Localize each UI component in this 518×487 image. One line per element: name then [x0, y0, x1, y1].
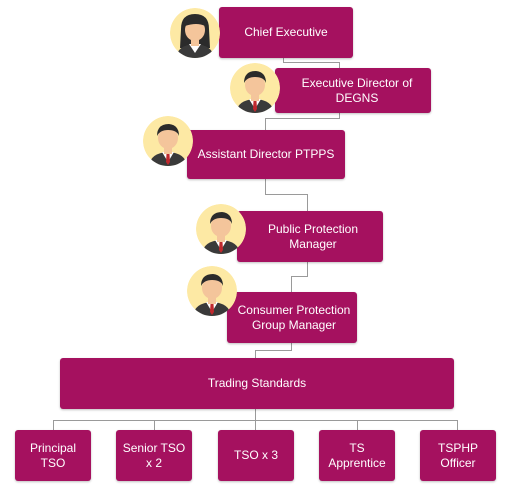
connector-ppm-to-cpgm-v2 [291, 276, 292, 292]
chief-executive-label: Chief Executive [244, 25, 328, 39]
connector-executive-to-assistant [339, 113, 340, 119]
male-avatar-icon [143, 116, 193, 166]
team-box-ts-apprentice: TS Apprentice [319, 430, 395, 481]
public-protection-manager-box: Public Protection Manager [237, 211, 383, 262]
team-label: TSPHP Officer [437, 440, 478, 470]
connector-team-drop-3 [255, 420, 256, 430]
executive-director-label: Executive Director of DEGNS [301, 75, 413, 105]
assistant-director-box: Assistant Director PTPPS [187, 130, 345, 179]
connector-cpgm-to-ts-h [255, 350, 292, 351]
trading-standards-box: Trading Standards [60, 358, 454, 409]
team-label: TS Apprentice [328, 440, 386, 470]
connector-assistant-to-ppm-h [265, 194, 308, 195]
connector-assistant-to-ppm [265, 179, 266, 195]
public-protection-manager-label: Public Protection Manager [267, 221, 359, 251]
team-box-senior-tso: Senior TSO x 2 [116, 430, 192, 481]
team-box-tsphp-officer: TSPHP Officer [420, 430, 496, 481]
connector-team-drop-2 [154, 420, 155, 430]
connector-executive-to-assistant-v2 [265, 118, 266, 130]
connector-cpgm-to-ts [291, 343, 292, 351]
connector-team-drop-1 [53, 420, 54, 430]
connector-executive-to-assistant-h [265, 118, 340, 119]
connector-cpgm-to-ts-v2 [255, 350, 256, 358]
assistant-director-label: Assistant Director PTPPS [197, 147, 335, 161]
connector-team-drop-5 [457, 420, 458, 430]
team-box-tso: TSO x 3 [218, 430, 294, 481]
trading-standards-label: Trading Standards [207, 376, 307, 390]
connector-assistant-to-ppm-v2 [307, 194, 308, 211]
female-avatar-icon [170, 8, 220, 58]
male-avatar-icon [196, 204, 246, 254]
connector-ts-trunk [255, 409, 256, 420]
team-label: Principal TSO [29, 440, 77, 470]
consumer-protection-manager-label: Consumer Protection Group Manager [237, 302, 351, 332]
male-avatar-icon [230, 63, 280, 113]
chief-executive-box: Chief Executive [219, 7, 353, 58]
connector-ppm-to-cpgm-h [291, 276, 308, 277]
male-avatar-icon [187, 266, 237, 316]
connector-chief-to-executive [283, 58, 284, 63]
executive-director-box: Executive Director of DEGNS [275, 68, 431, 113]
team-box-principal-tso: Principal TSO [15, 430, 91, 481]
connector-ppm-to-cpgm [307, 262, 308, 277]
team-label: TSO x 3 [233, 448, 278, 462]
connector-chief-to-executive-h [283, 62, 340, 63]
team-label: Senior TSO x 2 [122, 440, 186, 470]
connector-team-drop-4 [357, 420, 358, 430]
connector-chief-to-executive-v2 [339, 62, 340, 68]
consumer-protection-manager-box: Consumer Protection Group Manager [227, 292, 357, 343]
